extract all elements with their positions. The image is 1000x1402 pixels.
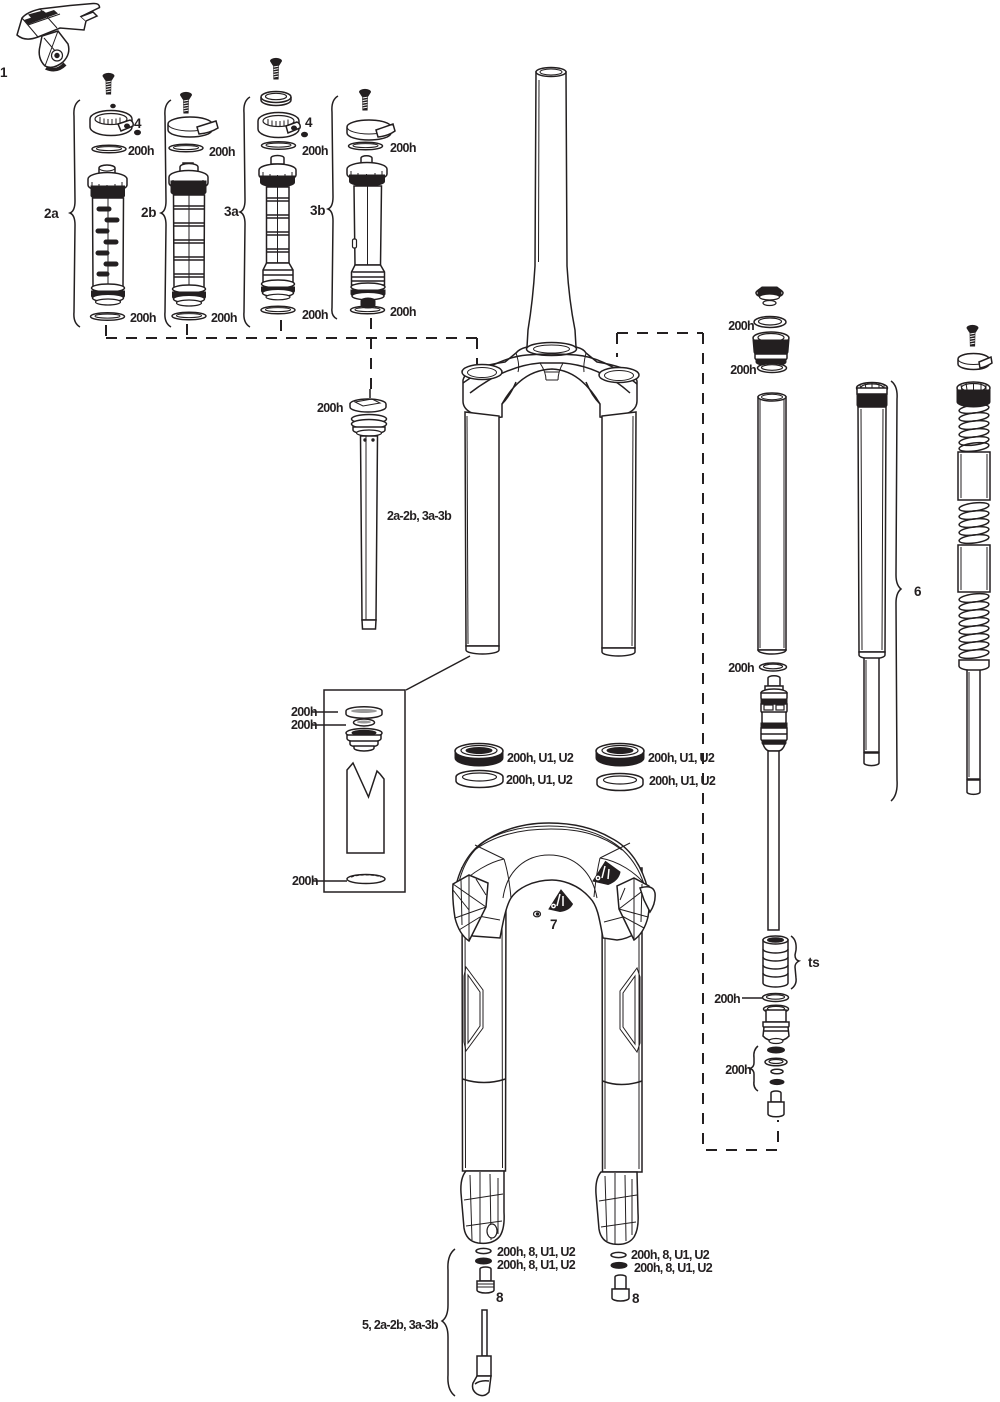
svg-text:2b: 2b	[141, 205, 156, 220]
svg-text:5, 2a-2b, 3a-3b: 5, 2a-2b, 3a-3b	[362, 1318, 439, 1332]
svg-text:200h: 200h	[730, 363, 756, 377]
svg-text:2a: 2a	[44, 206, 59, 221]
svg-text:200h: 200h	[302, 308, 328, 322]
svg-text:200h: 200h	[317, 401, 343, 415]
svg-text:200h: 200h	[728, 319, 754, 333]
svg-text:3b: 3b	[310, 203, 325, 218]
svg-text:200h, U1, U2: 200h, U1, U2	[506, 773, 573, 787]
svg-text:8: 8	[496, 1290, 504, 1305]
svg-text:200h: 200h	[291, 705, 317, 719]
svg-text:6: 6	[914, 584, 922, 599]
svg-text:200h, 8, U1, U2: 200h, 8, U1, U2	[634, 1261, 713, 1275]
svg-text:7: 7	[550, 917, 557, 932]
svg-text:4: 4	[134, 116, 142, 131]
svg-text:200h: 200h	[211, 311, 237, 325]
svg-text:200h, 8, U1, U2: 200h, 8, U1, U2	[497, 1258, 576, 1272]
svg-text:200h: 200h	[728, 661, 754, 675]
svg-text:200h: 200h	[128, 144, 154, 158]
svg-text:200h: 200h	[714, 992, 740, 1006]
svg-text:200h, 8, U1, U2: 200h, 8, U1, U2	[631, 1248, 710, 1262]
svg-text:200h: 200h	[390, 305, 416, 319]
svg-text:8: 8	[632, 1291, 640, 1306]
svg-text:200h, U1, U2: 200h, U1, U2	[507, 751, 574, 765]
svg-text:1: 1	[0, 65, 8, 80]
svg-text:200h, U1, U2: 200h, U1, U2	[649, 774, 716, 788]
svg-text:2a-2b, 3a-3b: 2a-2b, 3a-3b	[387, 509, 452, 523]
svg-text:200h, 8, U1, U2: 200h, 8, U1, U2	[497, 1245, 576, 1259]
svg-text:200h: 200h	[291, 718, 317, 732]
svg-text:200h, U1, U2: 200h, U1, U2	[648, 751, 715, 765]
svg-text:4: 4	[305, 115, 313, 130]
svg-text:200h: 200h	[725, 1063, 751, 1077]
svg-text:3a: 3a	[224, 204, 239, 219]
svg-text:200h: 200h	[130, 311, 156, 325]
svg-text:200h: 200h	[302, 144, 328, 158]
svg-text:200h: 200h	[209, 145, 235, 159]
svg-text:200h: 200h	[390, 141, 416, 155]
svg-text:200h: 200h	[292, 874, 318, 888]
svg-text:ts: ts	[808, 955, 819, 970]
